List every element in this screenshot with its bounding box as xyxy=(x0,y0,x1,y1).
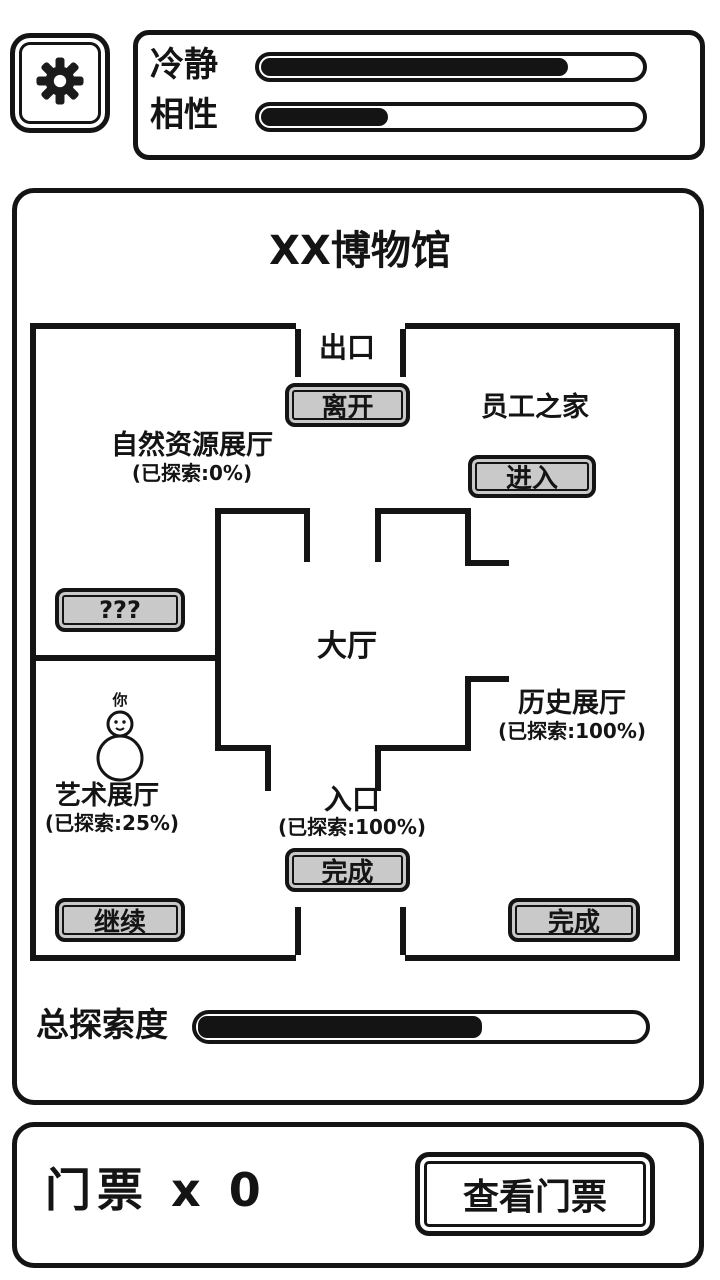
entrance-progress: (已探索:100%) xyxy=(277,815,427,839)
exit-doorway-gap xyxy=(296,322,405,330)
exploration-bar xyxy=(192,1010,650,1044)
wall-segment xyxy=(215,508,221,751)
natural-hall-label: 自然资源展厅 xyxy=(111,430,273,461)
settings-button[interactable] xyxy=(10,33,110,133)
affinity-progress-fill xyxy=(261,108,388,126)
wall-segment xyxy=(295,907,301,955)
natural-hall-progress: (已探索:0%) xyxy=(131,461,253,485)
view-tickets-button[interactable]: 查看门票 xyxy=(415,1152,655,1236)
wall-segment xyxy=(400,907,406,955)
enter-button[interactable]: 进入 xyxy=(468,455,596,498)
wall-segment xyxy=(375,745,471,751)
mystery-button[interactable]: ??? xyxy=(55,588,185,632)
wall-segment xyxy=(304,508,310,562)
affinity-label: 相性 xyxy=(150,95,218,135)
art-continue-button[interactable]: 继续 xyxy=(55,898,185,942)
entrance-label: 入口 xyxy=(323,783,380,816)
gear-icon xyxy=(32,53,88,113)
entrance-doorway-gap xyxy=(296,953,405,961)
exploration-bar-fill xyxy=(198,1016,482,1038)
history-done-button[interactable]: 完成 xyxy=(508,898,640,942)
wall-segment xyxy=(400,329,406,377)
exit-label: 出口 xyxy=(318,331,375,364)
museum-title: XX博物馆 xyxy=(269,228,451,274)
wall-segment xyxy=(465,676,509,682)
player-character: 你 xyxy=(88,692,152,784)
wall-segment xyxy=(465,560,509,566)
main-hall-label: 大厅 xyxy=(317,629,377,664)
stats-panel xyxy=(133,30,705,160)
snowman-icon xyxy=(88,708,152,788)
affinity-progress-bar xyxy=(255,102,647,132)
staff-room-label: 员工之家 xyxy=(481,392,589,423)
ticket-count-label: 门票 x 0 xyxy=(45,1163,267,1217)
wall-segment xyxy=(265,745,271,791)
wall-segment xyxy=(375,745,381,791)
history-hall-label: 历史展厅 xyxy=(518,688,626,719)
art-hall-label: 艺术展厅 xyxy=(54,781,159,811)
leave-button[interactable]: 离开 xyxy=(285,383,410,427)
art-hall-progress: (已探索:25%) xyxy=(44,811,180,835)
wall-segment xyxy=(295,329,301,377)
calm-progress-fill xyxy=(261,58,569,76)
wall-segment xyxy=(465,676,471,751)
player-label: 你 xyxy=(112,691,128,709)
exploration-label: 总探索度 xyxy=(36,1005,168,1044)
wall-segment xyxy=(465,508,471,566)
wall-segment xyxy=(375,508,381,562)
history-hall-progress: (已探索:100%) xyxy=(497,719,647,743)
entrance-done-button[interactable]: 完成 xyxy=(285,848,410,892)
wall-segment xyxy=(215,745,271,751)
calm-progress-bar xyxy=(255,52,647,82)
wall-segment xyxy=(375,508,465,514)
calm-label: 冷静 xyxy=(150,45,218,85)
wall-segment xyxy=(36,655,215,661)
ticket-panel xyxy=(12,1122,704,1268)
wall-segment xyxy=(215,508,310,514)
